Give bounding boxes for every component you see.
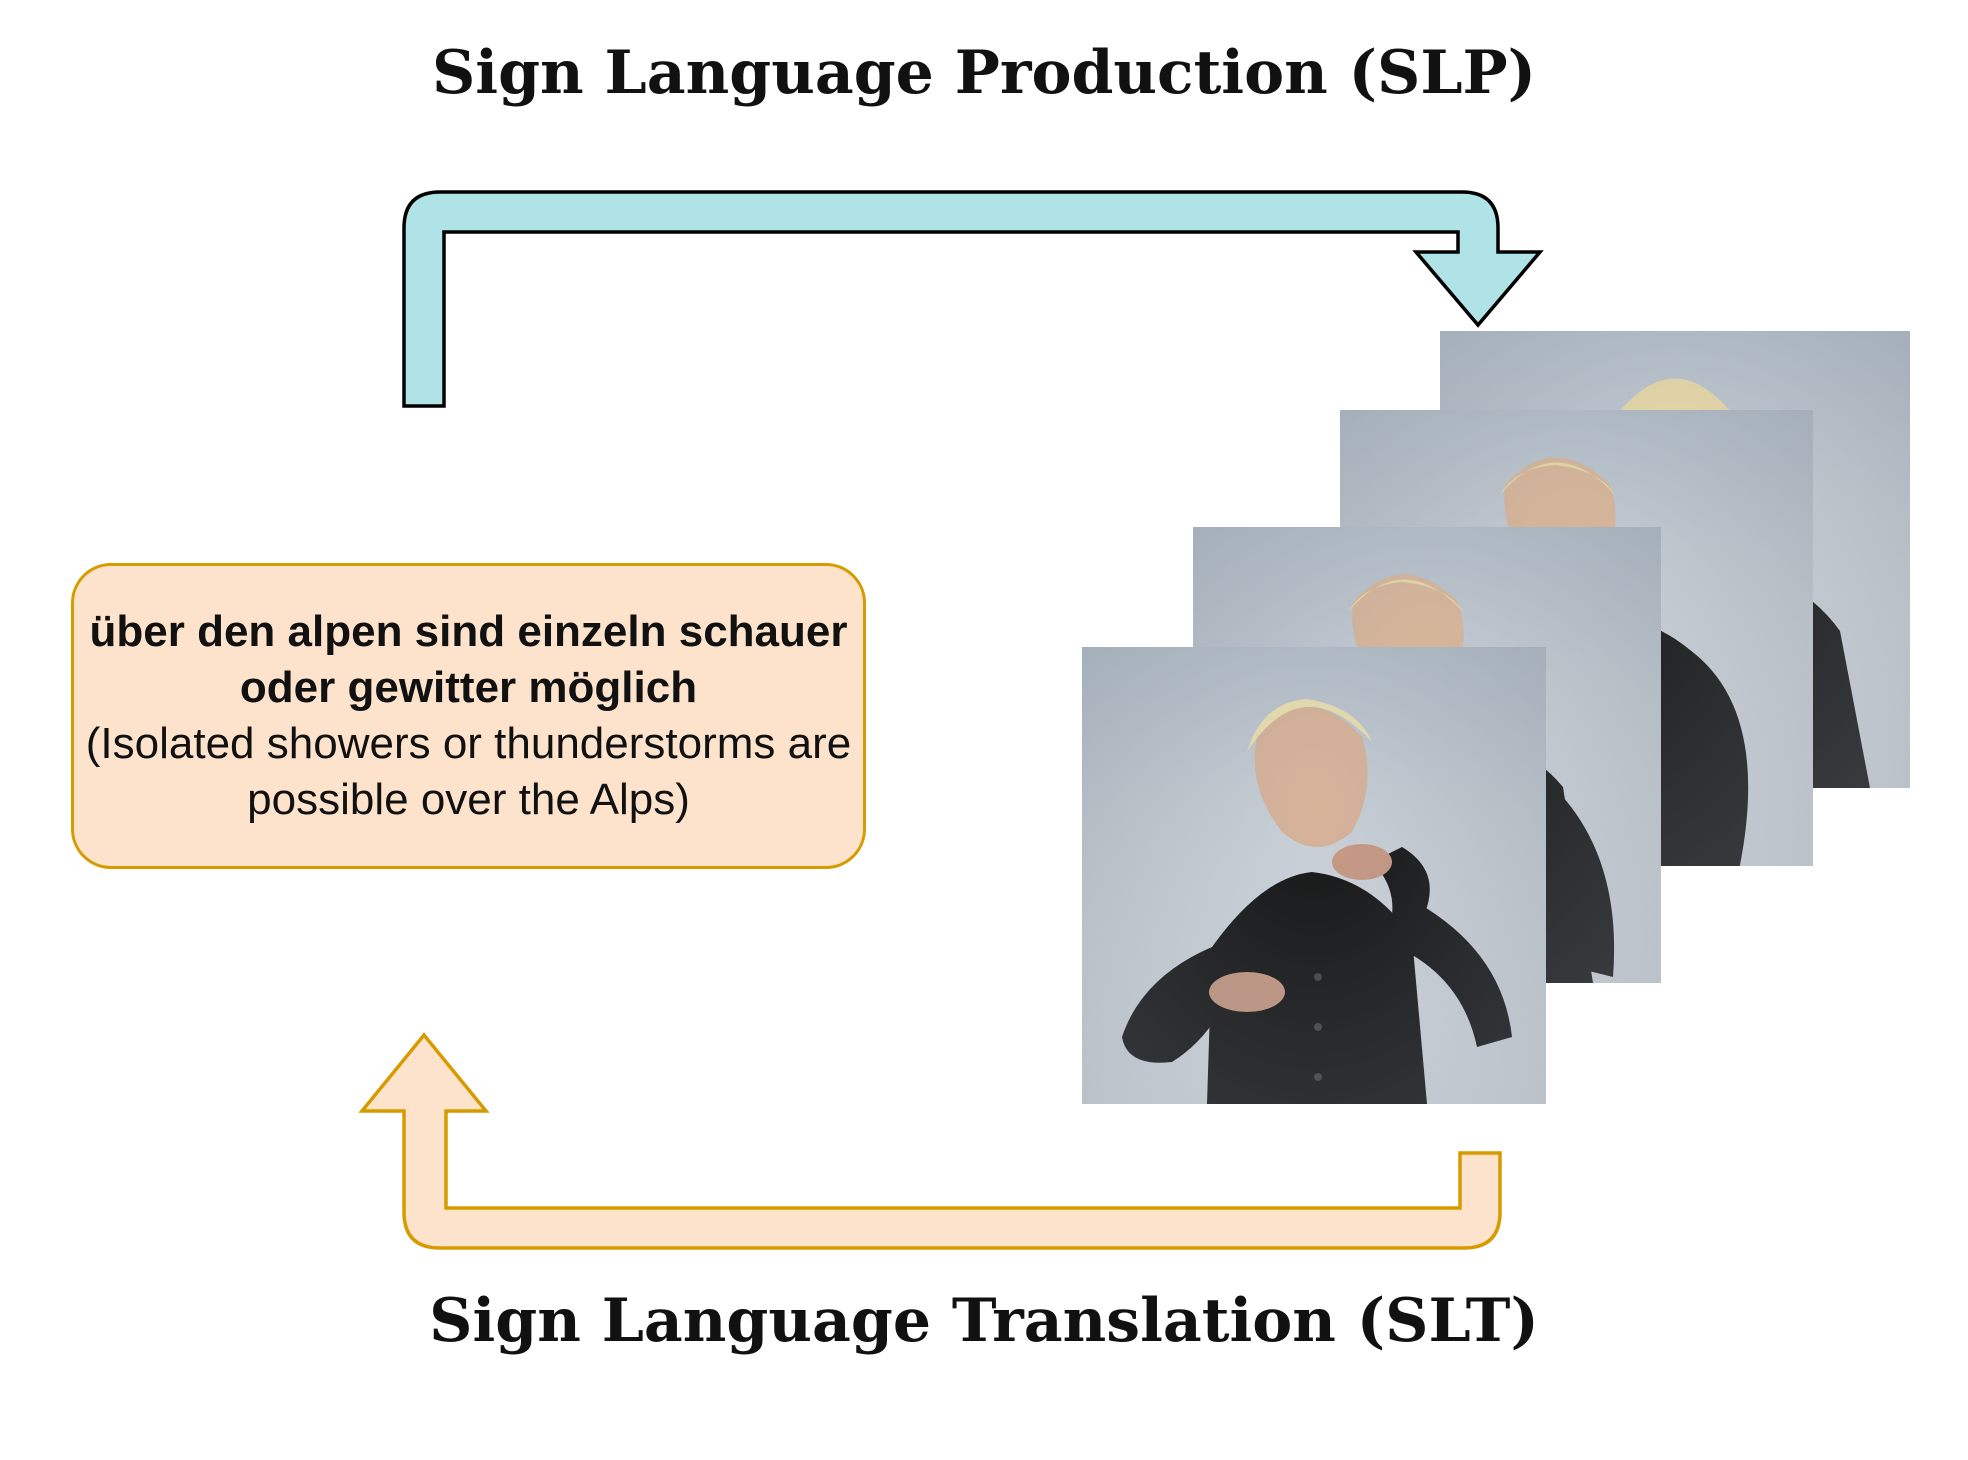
sentence-box: über den alpen sind einzeln schauer oder… (71, 563, 866, 869)
slt-arrow (358, 1032, 1502, 1250)
slp-arrow (402, 190, 1544, 408)
video-frame-1 (1082, 647, 1546, 1104)
english-translation: (Isolated showers or thunderstorms are p… (85, 719, 852, 824)
slp-title: Sign Language Production (SLP) (431, 38, 1537, 108)
signer-figure (1122, 699, 1512, 1104)
slt-title: Sign Language Translation (SLT) (429, 1286, 1539, 1356)
german-sentence: über den alpen sind einzeln schauer oder… (89, 607, 848, 712)
